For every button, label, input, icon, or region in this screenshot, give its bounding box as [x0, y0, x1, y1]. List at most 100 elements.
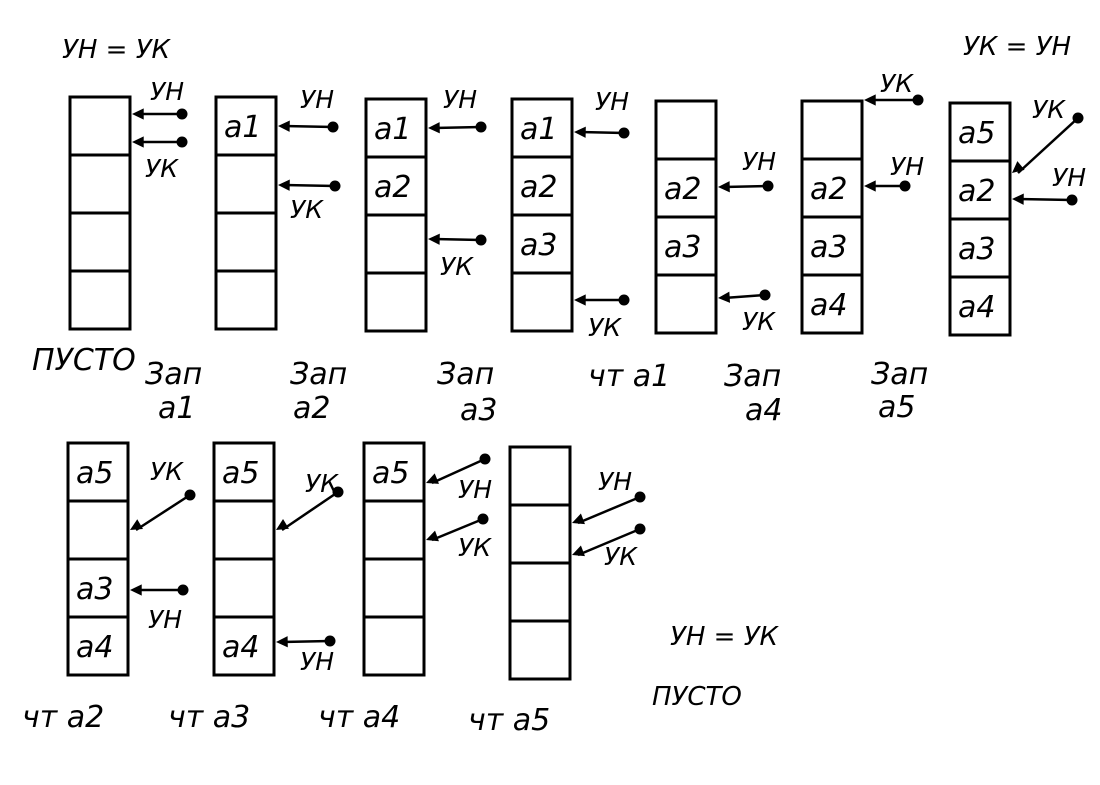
pointer-origin-dot [634, 491, 646, 503]
queue-caption: Зап [724, 359, 781, 394]
queue-cell [800, 99, 864, 161]
cell-value: a5 [958, 116, 995, 151]
cell-value: a3 [958, 232, 995, 267]
note-top-left: УН = УК [62, 35, 172, 65]
cell-value: a2 [374, 170, 411, 205]
queue-caption: Зап [145, 357, 202, 392]
queue-cell [364, 213, 428, 275]
queue-cell [212, 557, 276, 619]
queue-cell [362, 557, 426, 619]
queue-cell [212, 499, 276, 561]
queue-caption: чт a4 [318, 700, 400, 735]
pointer-label: УН [150, 77, 184, 106]
pointer-origin-dot [618, 294, 630, 306]
queue-cell [510, 155, 574, 217]
pointer-origin-dot [477, 513, 489, 525]
cell-value: a5 [76, 456, 113, 491]
pointer-label: УН [443, 85, 477, 114]
pointer-label: УК [742, 307, 776, 336]
cell-value: a2 [664, 172, 701, 207]
pointer-label: УН [742, 147, 776, 176]
arrowhead [276, 519, 289, 530]
queue-cell [948, 275, 1012, 337]
queue-cell [654, 273, 718, 335]
queue-cell [362, 615, 426, 677]
queue-cell [214, 211, 278, 273]
queue-cell [68, 269, 132, 331]
pointer-origin-dot [184, 489, 196, 501]
queue-caption: a5 [878, 390, 915, 425]
pointer-label: УН [458, 475, 492, 504]
pointer-arrow [281, 639, 331, 644]
pointer-origin-dot [762, 180, 774, 192]
cell-value: a1 [520, 112, 557, 147]
queue-caption: ПУСТО [32, 343, 136, 378]
pointer-origin-dot [618, 127, 630, 139]
pointer-arrow [283, 124, 334, 129]
pointer-arrow [281, 490, 339, 532]
cell-value: a4 [76, 630, 113, 665]
cell-value: a4 [810, 288, 847, 323]
arrowhead [718, 181, 730, 193]
queue-cell [66, 615, 130, 677]
queue-caption: a2 [293, 391, 330, 426]
note-bottom: УН = УК [670, 622, 780, 652]
pointer-label: УК [588, 313, 622, 342]
cell-value: a2 [810, 172, 847, 207]
cell-value: a2 [958, 174, 995, 209]
cell-value: a2 [520, 170, 557, 205]
arrowhead [1012, 161, 1025, 173]
arrowhead [572, 513, 585, 525]
pointer-arrow [723, 184, 769, 189]
queue-cell [68, 153, 132, 215]
queue-cell [214, 95, 278, 157]
queue-caption: Зап [290, 357, 347, 392]
arrowhead [572, 545, 585, 557]
queue-cell [214, 269, 278, 331]
cell-value: a1 [224, 110, 261, 145]
pointer-arrow [579, 130, 625, 135]
cell-value: a4 [222, 630, 259, 665]
pointer-arrow [577, 527, 641, 557]
queue-caption: чт a1 [588, 359, 670, 394]
arrowhead [864, 180, 876, 192]
queue-cell [948, 101, 1012, 163]
arrowhead [278, 120, 290, 132]
pointer-label: УН [300, 85, 334, 114]
pointer-arrow [433, 125, 482, 130]
queue-caption: чт a3 [168, 700, 250, 735]
queue-caption: чт a2 [22, 700, 104, 735]
pointer-origin-dot [176, 136, 188, 148]
pointer-origin-dot [899, 180, 911, 192]
pointer-origin-dot [759, 289, 771, 301]
queue-cell [508, 619, 572, 681]
queue-caption: a3 [460, 393, 497, 428]
arrowhead [574, 294, 586, 306]
queue-cell [68, 95, 132, 157]
pointer-arrow [577, 495, 641, 525]
queue-cell [508, 503, 572, 565]
pointer-origin-dot [177, 584, 189, 596]
queue-cell [508, 561, 572, 623]
arrowhead [278, 179, 290, 191]
pointer-arrow [1017, 117, 1079, 174]
pointer-label: УН [1052, 163, 1086, 192]
pointer-arrow [135, 493, 191, 532]
queue-cell [508, 445, 572, 507]
pointer-label: УК [150, 457, 184, 486]
pointer-arrow [433, 237, 482, 242]
cell-value: a5 [222, 456, 259, 491]
queue-cell [362, 441, 426, 503]
pointer-label: УК [145, 154, 179, 183]
queue-cell [364, 155, 428, 217]
pointer-label: УН [148, 605, 182, 634]
queue-caption: a1 [158, 391, 195, 426]
queue-cell [214, 153, 278, 215]
